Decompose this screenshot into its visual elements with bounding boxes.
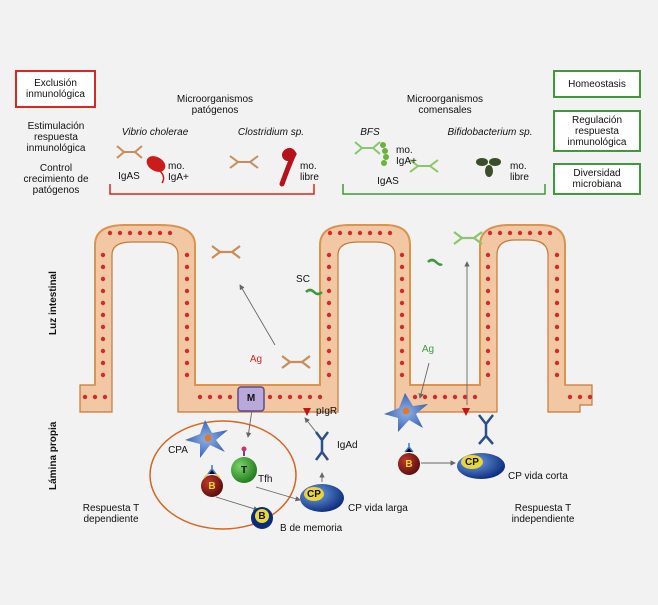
sc-label: SC	[296, 274, 310, 285]
tfh-label: Tfh	[258, 474, 273, 485]
clostridium-icon	[229, 147, 297, 187]
label-stimulation: Estimulación respuesta inmunológica	[26, 121, 86, 154]
box-diversity-label: Diversidad microbiana	[572, 168, 622, 190]
pigr-label: pIgR	[316, 406, 338, 417]
luz-label: Luz intestinal	[48, 271, 59, 335]
clostridium-label: Clostridium sp.	[237, 127, 305, 138]
igad-antibody	[315, 431, 329, 461]
m-cell-label: M	[246, 393, 256, 404]
cp-short-label: CP vida corta	[508, 471, 568, 482]
pigr-marker-right	[462, 408, 470, 416]
bfs-label: BFS	[360, 127, 380, 138]
cp-label-1: CP	[307, 489, 321, 500]
box-homeostasis: Homeostasis	[553, 70, 641, 98]
resp-independent-label: Respuesta T independiente	[511, 503, 575, 525]
igad-label: IgAd	[337, 440, 358, 451]
commensal-igas-label: IgAS	[377, 176, 399, 187]
igad-antibody-right	[478, 414, 494, 445]
box-exclusion: Exclusión inmunológica	[15, 70, 96, 108]
b-cell-germinal	[201, 475, 223, 497]
bifido-label: Bifidobacterium sp.	[447, 127, 533, 138]
bifidobacterium-icon	[409, 158, 501, 177]
cp-label-2: CP	[465, 457, 479, 468]
b-cell-label-2: B	[258, 511, 266, 522]
pathogen-igas-label: IgAS	[118, 171, 140, 182]
commensal-mo-iga-label: mo. IgA+	[396, 145, 417, 167]
arrows	[215, 261, 470, 512]
box-regulation: Regulación respuesta inmunológica	[553, 110, 641, 152]
commensal-bracket	[342, 184, 546, 195]
igas-lumen	[211, 245, 311, 369]
box-diversity: Diversidad microbiana	[553, 163, 641, 195]
sc-squiggle	[305, 288, 323, 296]
vibrio-label: Vibrio cholerae	[121, 127, 189, 138]
ag-label-left: Ag	[249, 354, 263, 365]
commensals-title: Microorganismos comensales	[406, 94, 484, 116]
box-exclusion-label: Exclusión inmunológica	[26, 78, 85, 100]
b-cell-label-3: B	[405, 459, 413, 470]
b-cell-independent	[398, 453, 420, 475]
t-cell-label: T	[240, 465, 248, 476]
lamina-label: Lámina propia	[48, 421, 59, 490]
t-cell	[231, 457, 257, 483]
b-cell-label-1: B	[208, 481, 216, 492]
commensal-mo-libre-label: mo. libre	[510, 161, 529, 183]
cp-long-label: CP vida larga	[348, 503, 408, 514]
resp-dependent-label: Respuesta T dependiente	[82, 503, 140, 525]
cpa-label: CPA	[168, 445, 188, 456]
vibrio-icon	[116, 145, 166, 184]
epithelial-nuclei	[82, 230, 593, 400]
epithelium	[79, 224, 593, 413]
m-cell	[237, 386, 265, 412]
b-memory-label: B de memoria	[280, 523, 343, 534]
germinal-center-oval	[149, 420, 297, 530]
box-homeostasis-label: Homeostasis	[568, 78, 626, 90]
pathogen-mo-iga-label: mo. IgA+	[168, 161, 189, 183]
pathogen-bracket	[109, 184, 315, 195]
pigr-marker-left	[303, 408, 311, 416]
bfs-icon	[354, 141, 389, 166]
box-regulation-label: Regulación respuesta inmunológica	[567, 114, 627, 148]
pathogens-title: Microorganismos patógenos	[176, 94, 254, 116]
pathogen-mo-libre-label: mo. libre	[300, 161, 319, 183]
ag-label-right: Ag	[421, 344, 435, 355]
label-control: Control crecimiento de patógenos	[23, 163, 89, 196]
igas-lumen-green	[453, 231, 483, 245]
